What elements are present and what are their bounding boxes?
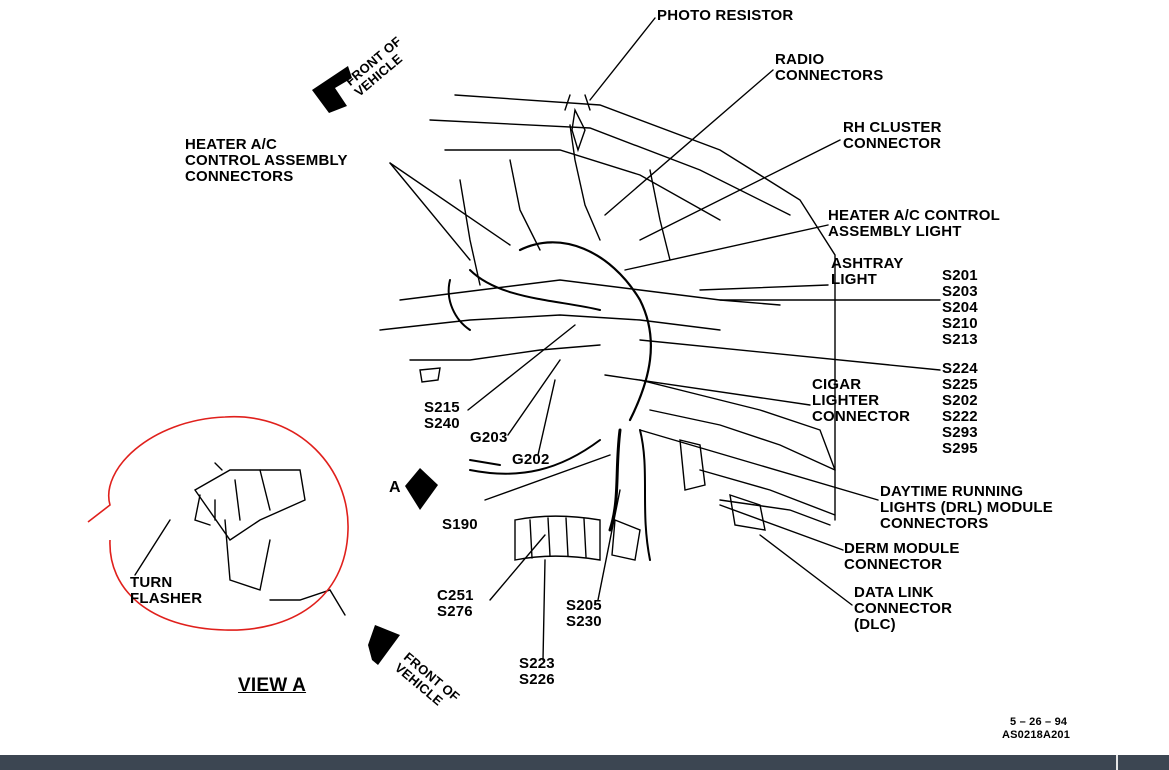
label-ashtray-light: ASHTRAY LIGHT xyxy=(831,255,904,288)
status-bar-divider xyxy=(1116,755,1118,770)
label-c251-s276: C251 S276 xyxy=(437,587,474,620)
label-splices-group-1: S201 S203 S204 S210 S213 xyxy=(942,267,978,348)
label-s215-s240: S215 S240 xyxy=(424,399,460,432)
label-heater-ac-connectors: HEATER A/C CONTROL ASSEMBLY CONNECTORS xyxy=(185,136,348,185)
label-s205-s230: S205 S230 xyxy=(566,597,602,630)
red-annotation-circle xyxy=(87,416,349,631)
label-s223-s226: S223 S226 xyxy=(519,655,555,688)
label-g203: G203 xyxy=(470,429,508,446)
label-rh-cluster-connector: RH CLUSTER CONNECTOR xyxy=(843,119,942,152)
label-s190: S190 xyxy=(442,516,478,533)
status-bar xyxy=(0,755,1169,770)
label-figure-id: AS0218A201 xyxy=(1002,729,1071,741)
label-photo-resistor: PHOTO RESISTOR xyxy=(657,7,794,24)
label-derm-module-connector: DERM MODULE CONNECTOR xyxy=(844,540,960,573)
label-date-code: 5 – 26 – 94 xyxy=(1010,716,1068,728)
label-heater-ac-light: HEATER A/C CONTROL ASSEMBLY LIGHT xyxy=(828,207,1000,240)
label-splices-group-2: S224 S225 S202 S222 S293 S295 xyxy=(942,360,978,457)
label-view-a-title: VIEW A xyxy=(238,675,307,696)
label-data-link-connector: DATA LINK CONNECTOR (DLC) xyxy=(854,584,953,633)
label-view-a-marker: A xyxy=(389,479,401,496)
label-drl-module-connectors: DAYTIME RUNNING LIGHTS (DRL) MODULE CONN… xyxy=(880,483,1053,532)
label-radio-connectors: RADIO CONNECTORS xyxy=(775,51,884,84)
label-turn-flasher: TURN FLASHER xyxy=(130,574,203,607)
label-g202: G202 xyxy=(512,451,550,468)
label-cigar-lighter-connector: CIGAR LIGHTER CONNECTOR xyxy=(812,376,911,425)
